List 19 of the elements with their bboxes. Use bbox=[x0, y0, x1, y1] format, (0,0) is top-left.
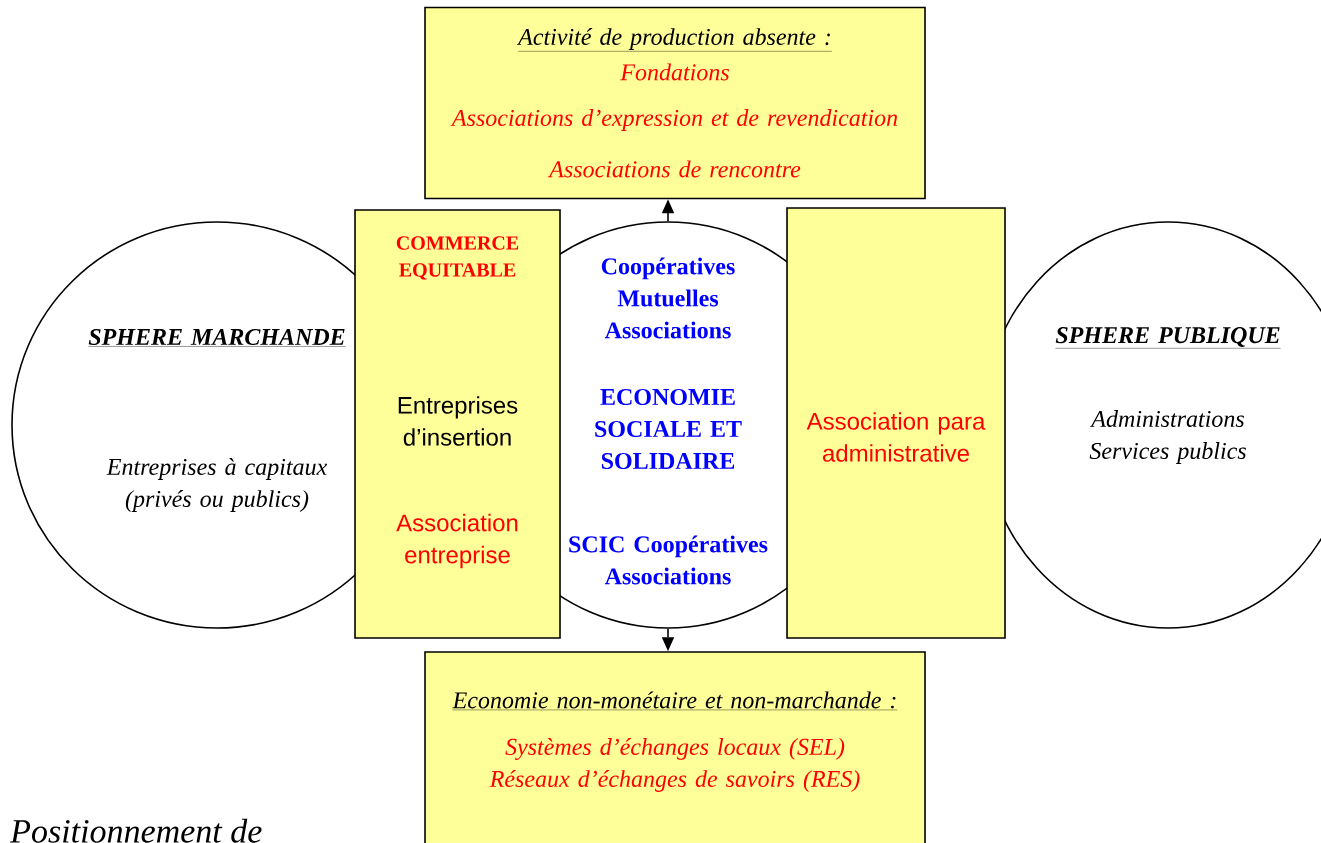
heading: ECONOMIE SOCIALE ET SOLIDAIRE bbox=[595, 388, 742, 470]
list-item: Systèmes d’échanges locaux (SEL) bbox=[505, 738, 845, 760]
heading: COMMERCE EQUITABLE bbox=[396, 236, 519, 280]
list-item: Fondations bbox=[620, 63, 729, 81]
list-item: Associations d’expression et de revendication bbox=[450, 109, 898, 131]
description: Association para administrative bbox=[806, 412, 986, 462]
description: Association entreprise bbox=[396, 513, 518, 569]
heading: Economie non-monétaire et non-marchande : bbox=[452, 691, 898, 711]
heading: SPHERE PUBLIQUE bbox=[1055, 327, 1281, 349]
list-item: Associations de rencontre bbox=[547, 160, 801, 178]
list-item: Réseaux d’échanges de savoirs (RES) bbox=[489, 770, 860, 792]
description: Entreprises à capitaux (privés ou publics) bbox=[106, 458, 328, 512]
caption: Positionnement de bbox=[10, 818, 262, 843]
heading: Activité de production absente : bbox=[516, 28, 833, 52]
description: Administrations Services publics bbox=[1089, 410, 1246, 464]
heading: SPHERE MARCHANDE bbox=[88, 328, 346, 347]
description: SCIC Coopératives Associations bbox=[569, 535, 768, 585]
description: Coopératives Mutuelles Associations bbox=[601, 257, 735, 339]
description: Entreprises d’insertion bbox=[398, 396, 518, 446]
